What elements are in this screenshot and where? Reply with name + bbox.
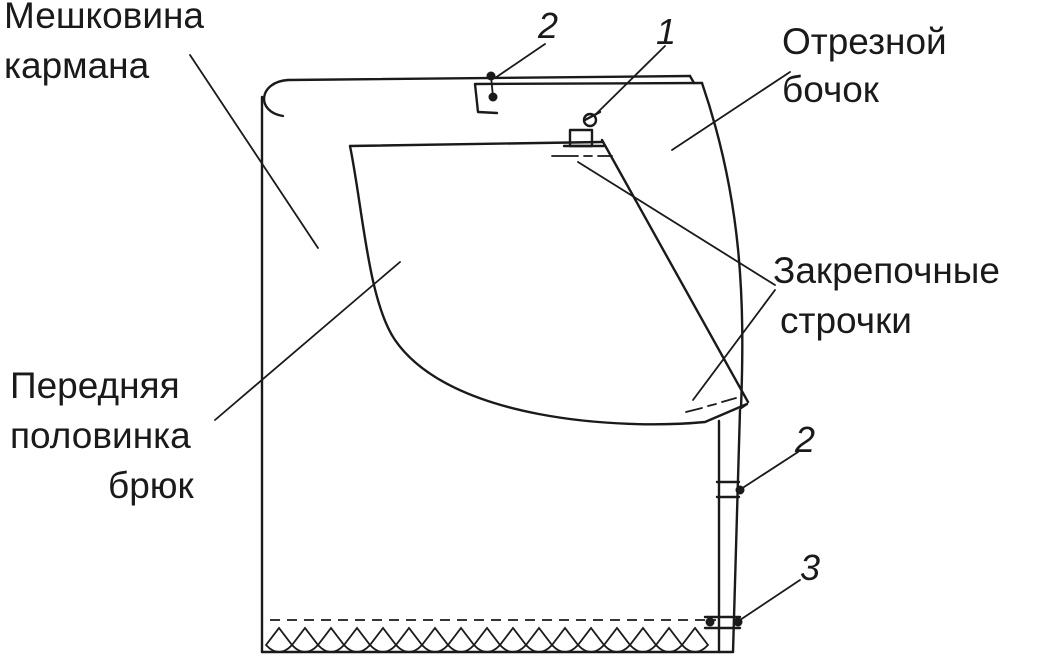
label-front-half-1: Передняя [10,365,180,406]
seam-marker-3 [703,615,743,630]
label-bartack-2: строчки [780,300,912,341]
marker-2-top: 2 [537,5,558,46]
pocket-opening-edge [600,138,750,404]
side-piece-right-edge [700,81,744,410]
label-side-piece-2: бочок [782,69,880,110]
leader-marker-2-top [494,43,546,79]
waistband-tab-right [688,74,696,85]
marker-2-side: 2 [794,419,815,460]
bartack-clip [562,110,606,148]
leader-lines [189,43,801,621]
leader-front-half [214,261,401,421]
marker-1: 1 [656,11,676,52]
leader-marker-1 [594,45,666,116]
waistband-tab [473,81,704,115]
hem [265,619,716,653]
front-half-top [348,140,604,148]
label-bartack-1: Закрепочные [773,250,1000,291]
leader-side-piece [671,71,791,151]
hem-scallop-path [265,626,709,653]
hem-scallops [265,626,709,653]
garment-outline [260,74,750,654]
front-half-curve [348,144,749,426]
label-pocket-bag-2: кармана [4,45,150,86]
label-side-piece-1: Отрезной [782,21,947,62]
leader-bartack-bottom [692,289,776,401]
marker-3: 3 [800,547,820,588]
pocket-bag-roll [262,78,290,118]
label-front-half-3: брюк [108,465,195,506]
leader-marker-3 [739,579,801,621]
leader-bartack-top [577,161,776,286]
label-front-half-2: половинка [10,415,191,456]
right-strip-outer [731,408,742,654]
bartack-stitches [551,155,737,413]
labels: Мешковина кармана Отрезной бочок Закрепо… [4,0,1000,588]
leader-pocket-bag [189,54,319,249]
leader-marker-2-side [740,451,799,490]
label-pocket-bag-1: Мешковина [4,0,204,36]
bartack-bottom [685,397,737,413]
seam-marker-2-top [486,71,498,102]
